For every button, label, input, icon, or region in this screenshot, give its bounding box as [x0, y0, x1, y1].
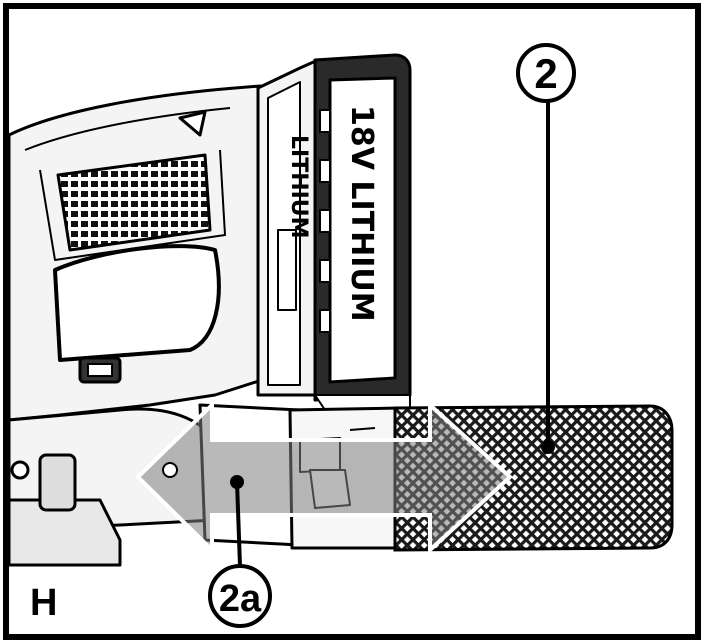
- panel-letter: H: [30, 582, 57, 624]
- callout-2-dot: [541, 440, 555, 454]
- slide-arrow: [135, 400, 513, 555]
- battery-front-text: 18V LITHIUM: [344, 105, 379, 322]
- callout-2a-label: 2a: [219, 578, 262, 620]
- battery-side-text: LITHIUM: [286, 135, 311, 239]
- vent-grille: [56, 153, 212, 252]
- callout-2a-leader: [235, 481, 242, 567]
- battery-pack: LITHIUM 18V LITHIUM: [256, 53, 412, 411]
- callout-2: 2: [516, 43, 576, 103]
- callout-2-label: 2: [534, 50, 557, 97]
- callout-2a: 2a: [208, 564, 272, 628]
- grip-opening: [53, 244, 221, 362]
- arrow-dot: [162, 462, 178, 478]
